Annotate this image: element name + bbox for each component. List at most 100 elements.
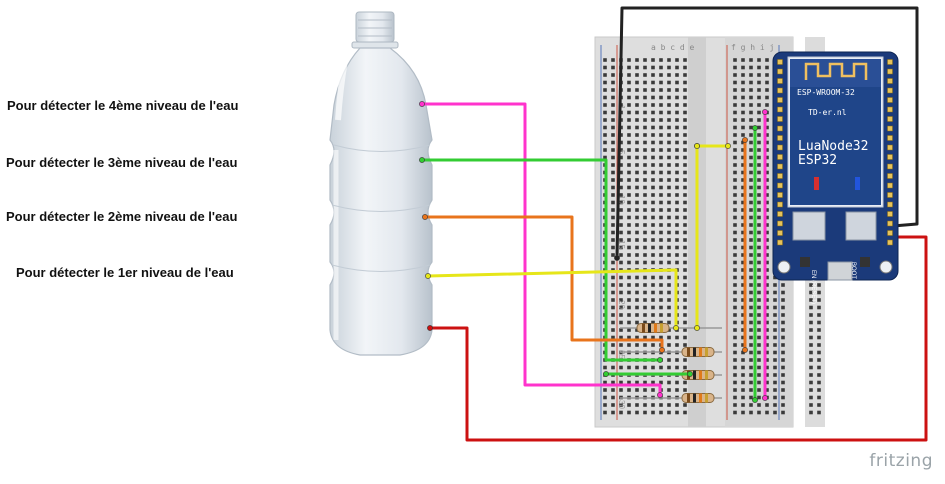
breadboard-hole xyxy=(733,193,737,197)
breadboard-hole xyxy=(809,343,813,347)
breadboard-hole xyxy=(603,110,607,115)
breadboard-hole xyxy=(651,403,655,407)
breadboard-hole xyxy=(741,365,745,370)
breadboard-hole xyxy=(611,253,615,257)
breadboard-hole xyxy=(749,95,753,100)
esp-pin xyxy=(887,68,893,75)
breadboard-hole xyxy=(733,268,737,272)
breadboard-hole xyxy=(683,230,687,235)
breadboard-hole xyxy=(765,200,769,205)
breadboard-hole xyxy=(635,95,639,100)
breadboard-hole xyxy=(659,110,663,115)
breadboard-hole xyxy=(817,380,821,385)
breadboard-hole xyxy=(765,245,769,250)
breadboard-hole xyxy=(619,140,623,145)
breadboard-hole xyxy=(817,305,821,310)
breadboard-hole xyxy=(611,95,615,100)
breadboard-hole xyxy=(651,103,655,107)
breadboard-hole xyxy=(733,373,737,377)
breadboard-hole xyxy=(643,238,647,242)
breadboard-hole xyxy=(651,230,655,235)
breadboard-hole xyxy=(627,388,631,392)
breadboard-hole xyxy=(667,253,671,257)
breadboard-hole xyxy=(749,223,753,227)
breadboard-hole xyxy=(635,200,639,205)
breadboard-hole xyxy=(781,313,785,317)
breadboard-hole xyxy=(659,245,663,250)
breadboard-hole xyxy=(683,380,687,385)
breadboard-hole xyxy=(817,320,821,325)
breadboard-hole xyxy=(675,380,679,385)
breadboard-hole xyxy=(667,80,671,85)
breadboard-hole xyxy=(765,298,769,302)
breadboard-hole xyxy=(733,223,737,227)
breadboard-hole xyxy=(733,343,737,347)
breadboard-hole xyxy=(773,350,777,355)
breadboard-hole xyxy=(741,358,745,362)
breadboard-hole xyxy=(611,178,615,182)
module-name: ESP-WROOM-32 xyxy=(797,88,855,97)
breadboard-hole xyxy=(757,88,761,92)
wire-end xyxy=(687,371,693,377)
breadboard-hole xyxy=(741,80,745,85)
breadboard-hole xyxy=(741,313,745,317)
wire-end xyxy=(742,137,748,143)
wire-end xyxy=(419,157,425,163)
breadboard-hole xyxy=(611,208,615,212)
breadboard-hole xyxy=(611,73,615,77)
esp-pin xyxy=(887,144,893,151)
breadboard-hole xyxy=(749,403,753,407)
breadboard-hole xyxy=(757,133,761,137)
breadboard-hole xyxy=(619,320,623,325)
breadboard-hole xyxy=(765,88,769,92)
breadboard-hole xyxy=(651,313,655,317)
breadboard-hole xyxy=(659,320,663,325)
breadboard-hole xyxy=(773,298,777,302)
wire-end xyxy=(742,347,748,353)
breadboard-hole xyxy=(757,103,761,107)
breadboard-hole xyxy=(809,335,813,340)
breadboard-hole xyxy=(781,298,785,302)
breadboard-hole xyxy=(675,215,679,220)
breadboard-hole xyxy=(765,275,769,280)
esp-pin xyxy=(887,230,893,236)
breadboard-hole xyxy=(683,95,687,100)
breadboard-hole xyxy=(651,275,655,280)
breadboard-hole xyxy=(659,148,663,152)
breadboard-hole xyxy=(733,103,737,107)
breadboard-hole xyxy=(643,208,647,212)
wire-end xyxy=(419,101,425,107)
breadboard-hole xyxy=(627,118,631,122)
breadboard-hole xyxy=(781,335,785,340)
wire-end xyxy=(694,325,700,331)
breadboard-hole xyxy=(667,313,671,317)
breadboard-hole xyxy=(675,155,679,160)
breadboard-hole xyxy=(733,335,737,340)
breadboard-hole xyxy=(683,208,687,212)
breadboard-hole xyxy=(611,65,615,70)
breadboard-hole xyxy=(765,193,769,197)
breadboard-hole xyxy=(749,365,753,370)
breadboard-hole xyxy=(765,260,769,265)
breadboard-hole xyxy=(683,335,687,340)
breadboard-hole xyxy=(619,215,623,220)
breadboard-hole xyxy=(651,238,655,242)
breadboard-hole xyxy=(749,298,753,302)
breadboard-hole xyxy=(749,335,753,340)
breadboard-hole xyxy=(741,245,745,250)
breadboard-hole xyxy=(733,410,737,415)
breadboard-hole xyxy=(659,298,663,302)
breadboard-hole xyxy=(749,103,753,107)
esp-pin xyxy=(887,154,893,160)
breadboard-hole xyxy=(659,313,663,317)
breadboard-hole xyxy=(619,133,623,137)
breadboard-hole xyxy=(619,193,623,197)
breadboard-hole xyxy=(667,403,671,407)
breadboard-hole xyxy=(643,410,647,415)
breadboard-hole xyxy=(667,178,671,182)
breadboard-hole xyxy=(611,365,615,370)
esp-pin xyxy=(777,201,783,208)
breadboard-hole xyxy=(619,410,623,415)
breadboard-hole xyxy=(733,163,737,167)
breadboard-hole xyxy=(667,283,671,287)
